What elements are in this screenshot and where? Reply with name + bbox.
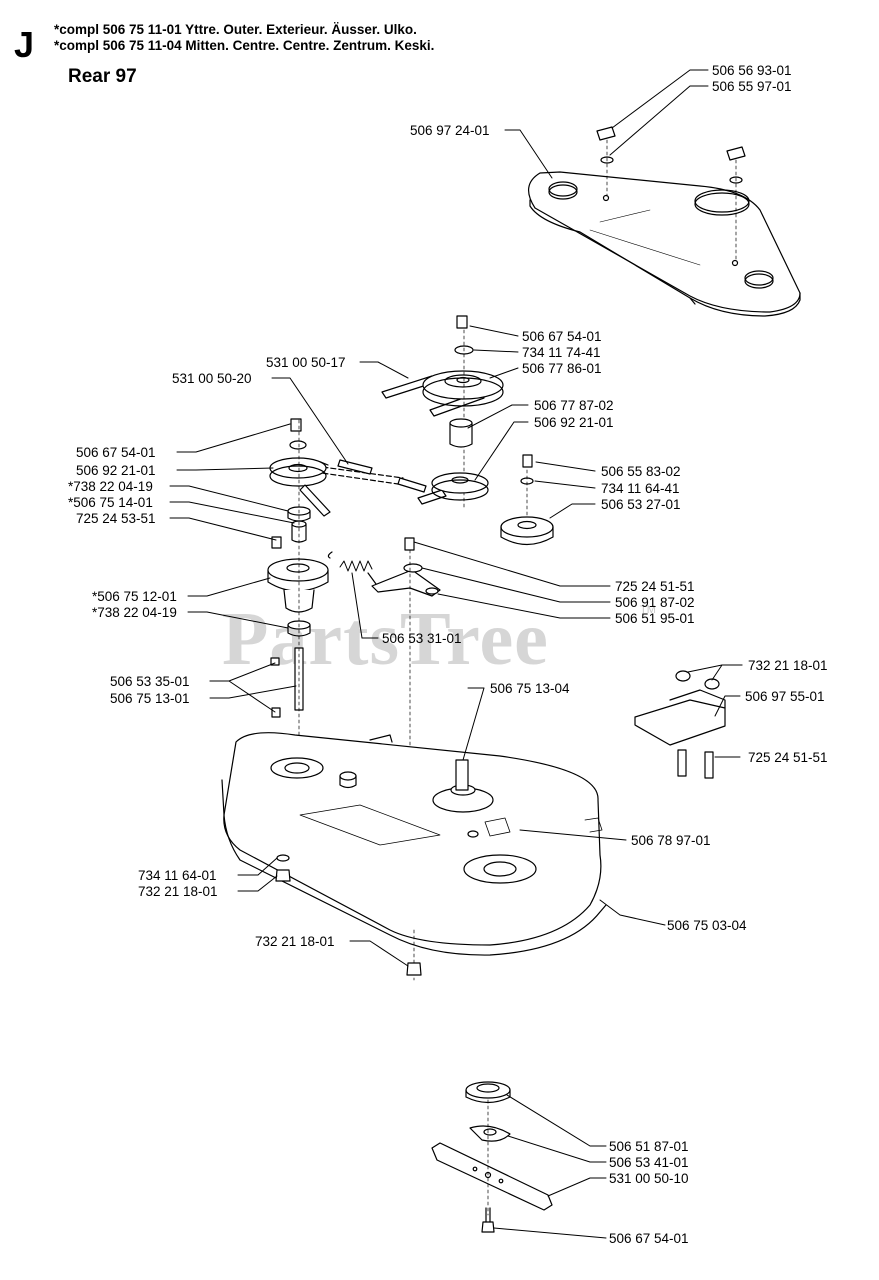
- left-spindle-sleeve: [291, 520, 307, 543]
- part-label: 506 77 86-01: [522, 361, 602, 376]
- left-spindle-bearing-bottom: [287, 620, 311, 637]
- part-label: 506 67 54-01: [609, 1231, 689, 1246]
- right-small-pulley: [500, 454, 554, 546]
- part-label: 531 00 50-10: [609, 1171, 689, 1186]
- drive-pulley-upper: [381, 315, 504, 511]
- part-label: 506 53 31-01: [382, 631, 462, 646]
- watermark-tm: TM: [640, 604, 656, 616]
- part-label: 506 78 97-01: [631, 833, 711, 848]
- diagram-subtitle: Rear 97: [68, 66, 137, 87]
- watermark: PartsTree: [222, 597, 549, 681]
- part-label: *506 75 14-01: [68, 495, 153, 510]
- part-label: *506 75 12-01: [92, 589, 177, 604]
- header-line-1: *compl 506 75 11-01 Yttre. Outer. Exteri…: [54, 22, 417, 37]
- part-label: *738 22 04-19: [68, 479, 153, 494]
- part-label: 506 51 95-01: [615, 611, 695, 626]
- part-label: 732 21 18-01: [138, 884, 218, 899]
- part-label: 506 97 24-01: [410, 123, 490, 138]
- part-label: 506 75 03-04: [667, 918, 747, 933]
- mower-blade: [431, 1142, 553, 1211]
- part-label: 506 53 35-01: [110, 674, 190, 689]
- part-label: 506 92 21-01: [534, 415, 614, 430]
- part-label: 506 55 83-02: [601, 464, 681, 479]
- part-label: 506 53 41-01: [609, 1155, 689, 1170]
- part-label: 506 67 54-01: [76, 445, 156, 460]
- tension-arm: [371, 537, 441, 801]
- belt-lines: [314, 459, 404, 485]
- spindle-shaft: [270, 419, 304, 761]
- part-label: 531 00 50-17: [266, 355, 346, 370]
- part-label: 506 56 93-01: [712, 63, 792, 78]
- part-label: 734 11 74-41: [522, 345, 601, 360]
- part-label: 734 11 64-41: [601, 481, 680, 496]
- section-letter: J: [14, 24, 35, 65]
- part-label: 506 91 87-02: [615, 595, 695, 610]
- part-label: 506 92 21-01: [76, 463, 156, 478]
- part-label: 531 00 50-20: [172, 371, 252, 386]
- tension-spring: [327, 551, 377, 585]
- left-spindle-pulley: [269, 418, 331, 517]
- top-cover-plate: [528, 171, 801, 317]
- deck-nut-bottom: [406, 929, 422, 981]
- part-label: 506 55 97-01: [712, 79, 792, 94]
- blade-adapter-cup: [465, 1081, 511, 1104]
- part-label: 506 97 55-01: [745, 689, 825, 704]
- part-label: 506 51 87-01: [609, 1139, 689, 1154]
- cover-screw-right: [726, 146, 746, 261]
- spindle-housing: [267, 536, 329, 613]
- part-label: 732 21 18-01: [255, 934, 335, 949]
- mower-deck: [221, 732, 607, 956]
- part-label: 506 67 54-01: [522, 329, 602, 344]
- leader-lines: [169, 69, 743, 1239]
- part-label: 506 77 87-02: [534, 398, 614, 413]
- part-labels: 506 56 93-01 506 55 97-01 506 97 24-01 5…: [68, 63, 828, 1246]
- header-line-2: *compl 506 75 11-04 Mitten. Centre. Cent…: [54, 38, 435, 53]
- part-label: 506 75 13-01: [110, 691, 190, 706]
- part-label: 506 75 13-04: [490, 681, 570, 696]
- side-bracket: [634, 670, 726, 779]
- idler-pulley: [397, 472, 489, 505]
- part-label: 725 24 51-51: [748, 750, 828, 765]
- blade-bolt: [481, 1099, 495, 1233]
- cover-screw-left: [596, 126, 616, 197]
- part-label: 725 24 51-51: [615, 579, 695, 594]
- part-label: 734 11 64-01: [138, 868, 217, 883]
- blade-hub: [469, 1125, 511, 1142]
- part-label: *738 22 04-19: [92, 605, 177, 620]
- part-label: 506 53 27-01: [601, 497, 681, 512]
- part-label: 725 24 53-51: [76, 511, 156, 526]
- part-label: 732 21 18-01: [748, 658, 828, 673]
- spacer-bushing: [449, 418, 473, 448]
